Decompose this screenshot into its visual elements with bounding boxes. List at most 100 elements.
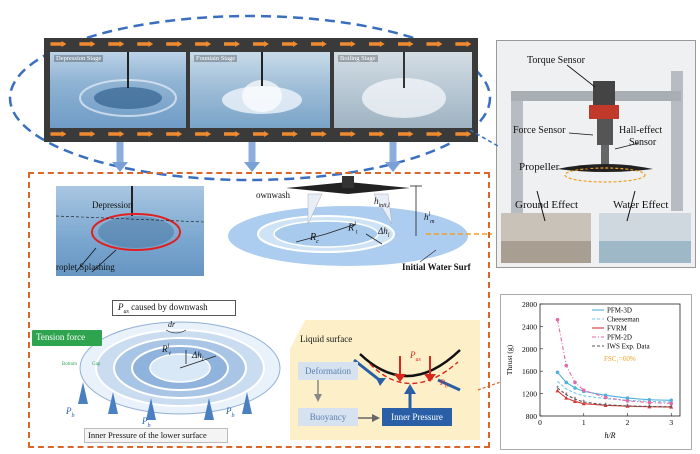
frame-fountain: Fountain Stage (190, 52, 330, 128)
y-tick-label: 2800 (522, 300, 537, 309)
y-tick-label: 2000 (522, 345, 537, 354)
series-point-4: * (565, 392, 568, 399)
series-point-2 (625, 404, 630, 408)
series-point-4: * (574, 397, 577, 404)
rig-label-hall-1: Hall-effect (619, 125, 663, 136)
series-point-2 (555, 388, 560, 393)
film-arrows-top (44, 41, 478, 49)
inner-pressure-box: Inner Pressure (382, 408, 452, 426)
droplet-label: roplet Splashing (56, 262, 115, 272)
legend-label-1: Cheeseman (607, 316, 640, 324)
series-point-0 (564, 380, 569, 385)
series-point-4: * (556, 386, 559, 393)
film-strip: Depression Stage Fountain Stage Boiling … (44, 38, 478, 142)
small-label-a: Bottom (62, 362, 78, 367)
inner-pressure-lower-label: Inner Pressure of the lower surface (88, 430, 207, 440)
frame-depression: Depression Stage (50, 52, 186, 128)
series-point-2 (573, 399, 577, 404)
series-point-4: * (670, 404, 673, 411)
series-point-0 (647, 397, 652, 402)
dr-label: dr (168, 320, 176, 329)
dh-label-top: Δhl (378, 226, 390, 239)
series-point-3 (555, 317, 560, 322)
series-point-4: * (604, 402, 607, 409)
y-tick-label: 800 (526, 412, 538, 421)
y-axis-label: Thrust (g) (505, 344, 514, 375)
series-point-4: * (648, 404, 651, 411)
y-tick-label: 1200 (522, 390, 537, 399)
rig-label-force: Force Sensor (513, 125, 566, 136)
tension-force-label: Tension force (36, 332, 86, 342)
series-point-0 (669, 398, 674, 403)
stage-label-depression: Depression Stage (54, 55, 104, 62)
frame-boiling: Boiling Stage (334, 52, 472, 128)
tension-force-box (32, 330, 102, 346)
stage-label-fountain: Fountain Stage (194, 55, 238, 62)
pus-caption: Pus caused by downwash (118, 302, 208, 315)
pb-label-1: Pb (66, 406, 75, 419)
pb-label-3: Pb (226, 406, 235, 419)
series-point-4: * (582, 400, 585, 407)
analysis-panel (28, 172, 490, 448)
rig-illustration (497, 41, 695, 267)
downwash-label: ownwash (256, 190, 290, 200)
x-tick-label: 1 (582, 418, 586, 427)
series-point-3 (625, 399, 630, 403)
x-tick-label: 2 (626, 418, 630, 427)
legend-label-3: PFM-2D (607, 334, 632, 342)
dh-label-rings: Δhl (192, 350, 204, 363)
pus-caption-box (112, 300, 236, 316)
plot-area (539, 303, 681, 417)
r-label-rings: Rlt (162, 344, 171, 357)
y-tick-label: 1600 (522, 367, 537, 376)
rig-label-torque: Torque Sensor (527, 55, 585, 66)
hm-label: hlm (424, 212, 435, 225)
inner-pressure-lower-box (84, 428, 228, 443)
series-point-0 (555, 370, 560, 375)
rig-label-hall-2: Sensor (629, 137, 657, 148)
series-point-3 (564, 363, 569, 368)
depression-label: Depression (92, 200, 133, 210)
rig-label-water: Water Effect (613, 199, 669, 211)
series-point-3 (603, 395, 608, 400)
series-point-3 (669, 401, 674, 406)
small-label-b: Gap (92, 362, 101, 367)
series-point-4: * (626, 403, 629, 410)
film-arrows-bottom (44, 131, 478, 139)
series-point-3 (647, 400, 652, 405)
rc-label: Rc (310, 232, 319, 245)
x-axis-label: h/R (604, 431, 615, 440)
rig-label-propeller: Propeller (519, 161, 560, 173)
legend-label-0: PFM-3D (607, 307, 632, 315)
y-tick-label: 2400 (522, 322, 537, 331)
thrust-chart: 800 1200 1600 2000 2400 2800 0 1 2 3 h/R Thrust (g)… (505, 300, 681, 440)
legend-label-4: IWS Exp. Data (607, 343, 650, 351)
series-point-3 (573, 380, 577, 385)
x-tick-label: 3 (669, 418, 673, 427)
series-line-4 (557, 387, 672, 408)
h-init-label: hinit,l (374, 196, 390, 209)
series-point-3 (581, 388, 586, 393)
initial-water-label: Initial Water Surf (402, 262, 471, 272)
series-line-1 (557, 380, 672, 403)
stage-label-boiling: Boiling Stage (338, 55, 378, 62)
deformation-box: Deformation (298, 362, 358, 380)
depression-photo: Depression roplet Splashing (56, 186, 204, 276)
schematic-top (228, 176, 492, 266)
mech-pb-label: Pb (440, 378, 448, 390)
mech-pus-label: Pus (410, 350, 421, 363)
series-point-0 (573, 386, 577, 390)
series-point-0 (625, 396, 630, 400)
rt-label: Rlt (348, 222, 358, 236)
x-tick-label: 0 (538, 418, 542, 427)
chart-annotation: FSC₁=60% (604, 355, 636, 363)
rig-label-ground: Ground Effect (515, 199, 579, 211)
series-point-2 (581, 401, 586, 406)
rings-schematic (78, 321, 281, 420)
rig-photo-frame: Torque Sensor Force Sensor Hall-effect S… (496, 40, 696, 268)
pb-label-2: Pb (142, 416, 151, 429)
series-point-2 (564, 395, 569, 400)
chart-frame (500, 294, 692, 450)
legend-label-2: FVRM (607, 325, 628, 333)
